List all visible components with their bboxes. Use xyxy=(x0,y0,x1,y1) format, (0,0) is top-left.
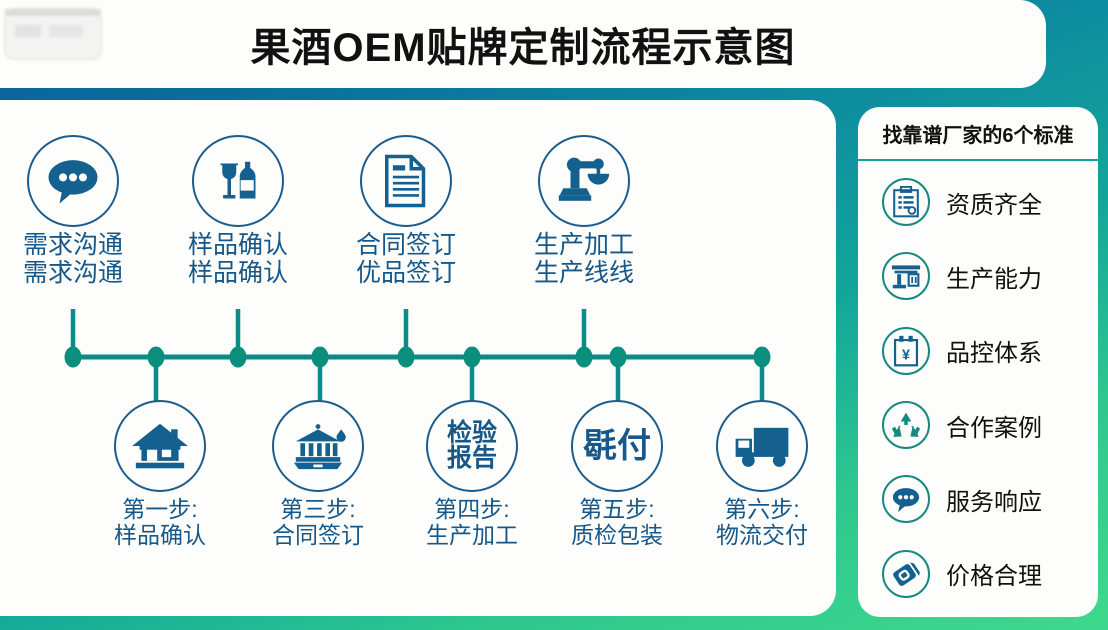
step-labels: 第四步: 生产加工 xyxy=(399,496,545,549)
inspection-line1: 检验 xyxy=(446,418,497,447)
sidebar-item-label: 生产能力 xyxy=(946,265,1042,293)
inspection-line2: 报告 xyxy=(446,444,497,472)
step-label-line1: 第六步: xyxy=(724,496,800,522)
chat-bubble-icon xyxy=(892,488,920,513)
step-icon-circle xyxy=(538,135,630,227)
sidebar-item-service[interactable]: 服务响应 xyxy=(858,467,1098,531)
step-label-line1: 样品确认 xyxy=(187,231,288,259)
factory-icon xyxy=(891,265,921,289)
flow-step-bottom[interactable]: 毼付 第五步: 质检包装 xyxy=(544,400,690,549)
chip-placeholder-left xyxy=(15,25,41,37)
step-label-line1: 第三步: xyxy=(280,496,356,522)
truck-icon xyxy=(735,427,789,467)
flow-diagram-card: 需求沟通 需求沟通 样品确认 样品确认 xyxy=(0,100,836,616)
blurred-thumbnail-chip xyxy=(4,8,102,60)
step-label-line2: 质检包装 xyxy=(571,521,663,548)
recycle-icon-ring xyxy=(882,401,930,450)
step-icon-circle xyxy=(360,135,452,227)
step-icon-circle xyxy=(716,400,808,492)
step-label-line2: 样品确认 xyxy=(187,259,288,287)
sidebar-item-label: 品控体系 xyxy=(946,340,1042,368)
sidebar-heading: 找靠谱厂家的6个标准 xyxy=(858,107,1098,161)
sidebar-item-label: 服务响应 xyxy=(946,488,1042,516)
wine-glass-bottle-icon xyxy=(220,161,256,199)
sidebar-item-label: 合作案例 xyxy=(946,414,1042,442)
flow-step-top[interactable]: 样品确认 样品确认 xyxy=(165,135,311,287)
step-label-line2: 物流交付 xyxy=(716,521,808,548)
chip-placeholder-right xyxy=(49,25,83,37)
step-labels: 第六步: 物流交付 xyxy=(689,496,835,549)
step-label-line1: 第四步: xyxy=(434,496,510,522)
sidebar-item-price[interactable]: 价格合理 xyxy=(858,542,1098,606)
chat-bubble-icon-ring xyxy=(882,475,930,524)
sidebar-heading-text: 找靠谱厂家的6个标准 xyxy=(882,124,1074,147)
sidebar-list: 资质齐全 生产能力 ¥ xyxy=(858,161,1098,617)
step-icon-circle xyxy=(192,135,284,227)
step-label-line1: 第五步: xyxy=(579,496,655,522)
house-icon xyxy=(132,423,188,469)
step-label-line2: 合同签订 xyxy=(272,521,364,548)
clipboard-yen-icon: ¥ xyxy=(893,335,919,367)
step-label-line2: 优品签订 xyxy=(355,259,456,287)
certificate-icon xyxy=(893,186,919,218)
step-icon-circle: 检验 报告 xyxy=(426,400,518,492)
step-label-line2: 样品确认 xyxy=(114,521,206,548)
flow-step-bottom[interactable]: 检验 报告 第四步: 生产加工 xyxy=(399,400,545,549)
price-tag-icon-ring xyxy=(882,549,930,598)
step-label-line1: 生产加工 xyxy=(533,231,634,259)
step-labels: 第五步: 质检包装 xyxy=(544,496,690,549)
svg-text:¥: ¥ xyxy=(902,347,910,363)
certificate-icon-ring xyxy=(882,178,930,227)
robot-arm-icon xyxy=(558,157,610,201)
inspection-report-text: 检验 报告 xyxy=(446,418,497,472)
page-title: 果酒OEM贴牌定制流程示意图 xyxy=(250,26,796,70)
recycle-icon xyxy=(891,412,921,438)
step-icon-circle: 毼付 xyxy=(571,400,663,492)
chip-top-bar xyxy=(5,9,101,16)
sidebar-item-label: 价格合理 xyxy=(946,563,1042,591)
step-labels: 第三步: 合同签订 xyxy=(245,496,391,549)
flow-step-top[interactable]: 生产加工 生产线线 xyxy=(511,135,657,287)
bank-icon xyxy=(293,424,346,470)
sidebar-item-cases[interactable]: 合作案例 xyxy=(858,393,1098,457)
standards-sidebar: 找靠谱厂家的6个标准 资质齐全 xyxy=(858,107,1098,617)
flow-step-top[interactable]: 合同签订 优品签订 xyxy=(333,135,479,287)
step-icon-circle xyxy=(272,400,364,492)
step-labels: 生产加工 生产线线 xyxy=(511,231,657,287)
clipboard-yen-icon-ring: ¥ xyxy=(882,326,930,375)
price-tag-icon xyxy=(893,562,920,586)
sidebar-item-quality[interactable]: ¥ 品控体系 xyxy=(858,319,1098,383)
flow-step-bottom[interactable]: 第六步: 物流交付 xyxy=(689,400,835,549)
flow-step-bottom[interactable]: 第三步: 合同签订 xyxy=(245,400,391,549)
flow-step-top[interactable]: 需求沟通 需求沟通 xyxy=(0,135,146,287)
step-label-line1: 需求沟通 xyxy=(22,231,123,259)
title-bar: 果酒OEM贴牌定制流程示意图 xyxy=(0,0,1046,88)
document-icon xyxy=(385,154,426,208)
flow-step-bottom[interactable]: 第一步: 样品确认 xyxy=(87,400,233,549)
sidebar-item-capacity[interactable]: 生产能力 xyxy=(858,244,1098,308)
step-labels: 合同签订 优品签订 xyxy=(333,231,479,287)
delivery-glyph-text: 毼付 xyxy=(583,426,651,465)
step-label-line1: 第一步: xyxy=(122,496,198,522)
step-label-line1: 合同签订 xyxy=(355,231,456,259)
step-labels: 需求沟通 需求沟通 xyxy=(0,231,146,287)
step-icon-circle xyxy=(27,135,119,227)
factory-icon-ring xyxy=(882,252,930,301)
step-label-line2: 生产加工 xyxy=(426,521,518,548)
speech-bubble-icon xyxy=(48,160,98,204)
step-labels: 样品确认 样品确认 xyxy=(165,231,311,287)
step-labels: 第一步: 样品确认 xyxy=(87,496,233,549)
sidebar-item-certificate[interactable]: 资质齐全 xyxy=(858,170,1098,234)
step-label-line2: 需求沟通 xyxy=(22,259,123,287)
step-label-line2: 生产线线 xyxy=(533,259,634,287)
sidebar-item-label: 资质齐全 xyxy=(946,191,1042,219)
step-icon-circle xyxy=(114,400,206,492)
